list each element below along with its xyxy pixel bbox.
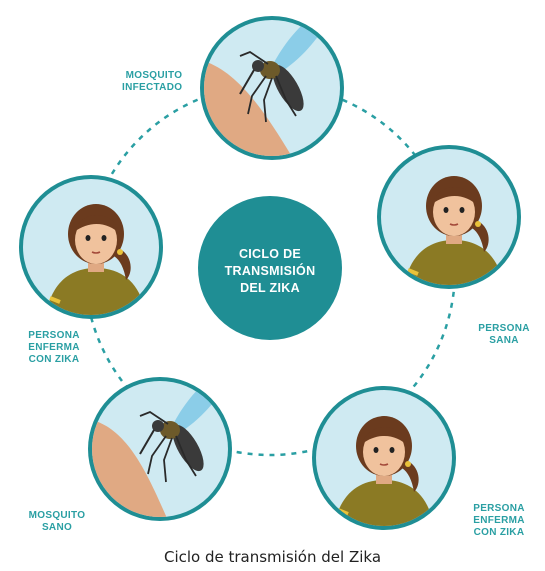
- label-sick-person-right: PERSONA ENFERMA CON ZIKA: [464, 503, 534, 539]
- center-title-line1: CICLO DE: [205, 246, 335, 263]
- sick-person-left-node: [19, 175, 163, 338]
- label-mosquito-healthy: MOSQUITO SANO: [22, 510, 92, 534]
- healthy-mosquito-node: [88, 368, 232, 525]
- infected-mosquito-node: [200, 8, 344, 170]
- label-sick-person-left: PERSONA ENFERMA CON ZIKA: [18, 330, 90, 366]
- center-title: CICLO DE TRANSMISIÓN DEL ZIKA: [205, 246, 335, 297]
- center-title-line3: DEL ZIKA: [205, 280, 335, 297]
- label-mosquito-infected: MOSQUITO INFECTADO: [122, 70, 182, 94]
- center-title-line2: TRANSMISIÓN: [205, 263, 335, 280]
- label-healthy-person: PERSONA SANA: [474, 323, 534, 347]
- figure-caption: Ciclo de transmisión del Zika: [0, 548, 545, 566]
- healthy-person-node: [377, 145, 521, 310]
- sick-person-right-node: [312, 386, 456, 545]
